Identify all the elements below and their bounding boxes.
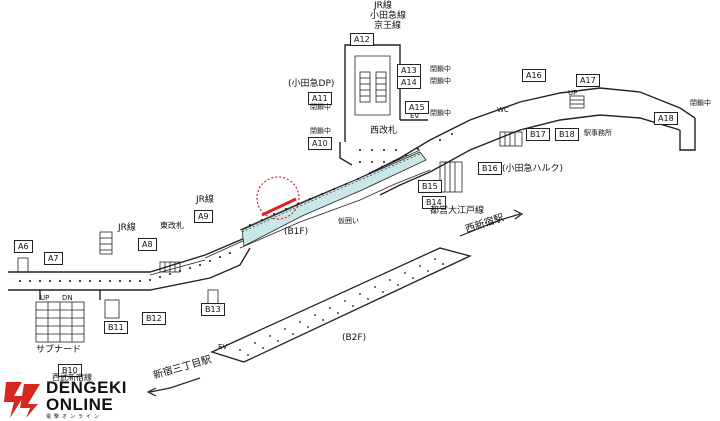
label-closed-a10: 閉鎖中 <box>310 127 331 135</box>
logo-line3: 電撃オンライン <box>46 414 103 420</box>
label-dn-subnade: DN <box>62 294 73 302</box>
label-kakoi: 仮囲い <box>338 217 359 225</box>
exit-a10[interactable]: A10 <box>308 137 332 150</box>
logo-line2: ONLINE <box>46 395 114 414</box>
exit-a18[interactable]: A18 <box>654 112 678 125</box>
label-closed-a13: 閉鎖中 <box>430 65 451 73</box>
label-b1f: (B1F) <box>284 227 309 237</box>
exit-b15[interactable]: B15 <box>418 180 442 193</box>
north-stairs <box>359 71 387 103</box>
exit-b12[interactable]: B12 <box>142 312 166 325</box>
exit-a15[interactable]: A15 <box>405 101 429 114</box>
exit-a16[interactable]: A16 <box>522 69 546 82</box>
exit-a14[interactable]: A14 <box>397 76 421 89</box>
exit-a6[interactable]: A6 <box>14 240 33 253</box>
label-ev-a15: EV <box>410 112 420 120</box>
kakoi-line <box>241 153 421 233</box>
west-stairs <box>17 231 219 319</box>
concourse-inner-lines <box>149 55 431 276</box>
exit-b16[interactable]: B16 <box>478 162 502 175</box>
label-odakyu-line: 小田急線 <box>370 11 407 21</box>
label-odakyu-halc: (小田急ハルク) <box>502 164 564 174</box>
exit-a9[interactable]: A9 <box>194 210 213 223</box>
label-seibu-shinjuku: 西武新宿線 <box>52 373 92 382</box>
label-closed-a15: 閉鎖中 <box>430 109 451 117</box>
corridor-dots <box>19 133 453 282</box>
logo-line1: DENGEKI <box>46 378 127 397</box>
b2f-dots <box>239 258 444 356</box>
label-closed-a14: 閉鎖中 <box>430 77 451 85</box>
label-odakyu-dp: (小田急DP) <box>288 79 335 89</box>
label-ekimu: 駅事務所 <box>584 129 612 137</box>
construction-area <box>241 151 427 247</box>
label-wc: WC <box>497 106 509 114</box>
exit-b13[interactable]: B13 <box>201 303 225 316</box>
label-up-east: UP <box>568 89 578 97</box>
exit-a8[interactable]: A8 <box>138 238 157 251</box>
label-jr-line-west: JR線 <box>118 223 136 233</box>
exit-a11[interactable]: A11 <box>308 92 332 105</box>
target-circle <box>256 176 300 220</box>
target-marker <box>261 197 297 217</box>
label-subnade: サブナード <box>36 345 82 355</box>
exit-a17[interactable]: A17 <box>576 74 600 87</box>
label-up-subnade: UP <box>40 294 50 302</box>
label-closed-a18: 閉鎖中 <box>690 99 711 107</box>
label-b2f: (B2F) <box>342 333 367 343</box>
label-ev-b2f: EV <box>218 343 228 351</box>
exit-a7[interactable]: A7 <box>44 252 63 265</box>
label-toei-oedo: 都営大江戸線 <box>430 206 485 216</box>
label-higashi-kaisatsu: 東改札 <box>160 221 184 230</box>
label-nishi-kaisatsu: 西改札 <box>370 126 398 136</box>
subnade-stairs <box>35 301 85 343</box>
dengeki-logo-mark <box>4 382 40 418</box>
exit-b14[interactable]: B14 <box>422 196 446 209</box>
label-jr-line-top: JR線 <box>374 1 392 11</box>
label-closed-a11: 閉鎖中 <box>310 103 331 111</box>
east-stairs <box>439 95 585 193</box>
label-keio-line: 京王線 <box>374 21 402 31</box>
exit-b17[interactable]: B17 <box>526 128 550 141</box>
b2f-platform <box>210 247 472 363</box>
exit-b10[interactable]: B10 <box>58 364 82 377</box>
exit-b18[interactable]: B18 <box>555 128 579 141</box>
exit-a12[interactable]: A12 <box>350 33 374 46</box>
exit-b11[interactable]: B11 <box>104 321 128 334</box>
label-jr-line-mid: JR線 <box>196 195 214 205</box>
dengeki-online-logo: DENGEKI ONLINE 電撃オンライン <box>4 378 144 420</box>
station-arrows <box>146 209 524 397</box>
